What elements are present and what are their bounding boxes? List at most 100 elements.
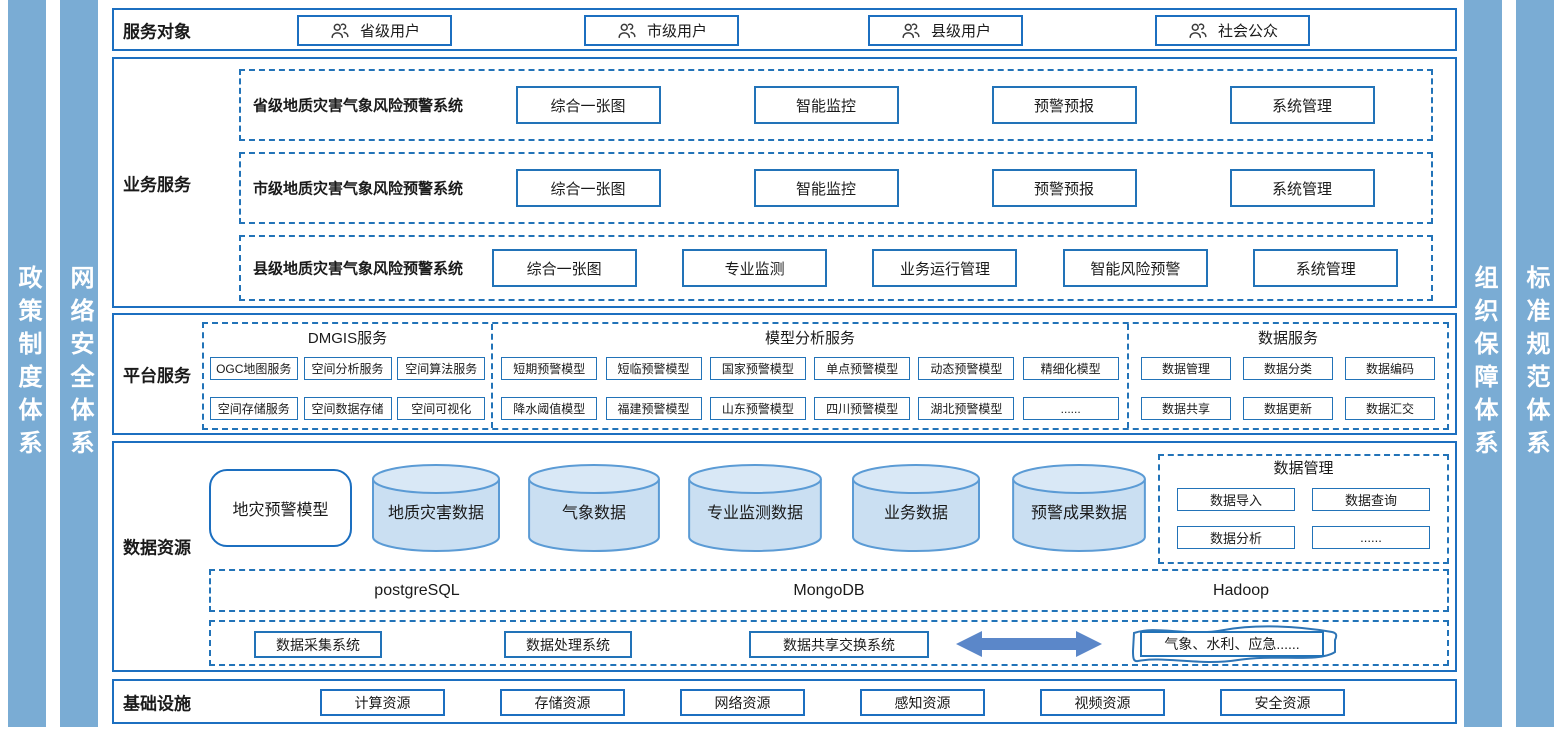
service-box: 单点预警模型 [814,357,911,380]
infra-box-network: 网络资源 [680,689,805,716]
service-box: 空间算法服务 [397,357,486,380]
service-row: 数据管理 数据分类 数据编码 [1129,357,1447,380]
cylinder-shape [370,463,502,555]
service-box: 数据汇交 [1345,397,1435,420]
section-business-services: 业务服务 省级地质灾害气象风险预警系统 综合一张图 智能监控 预警预报 系统管理… [112,57,1457,308]
cylinder-geohazard-data: 地质灾害数据 [370,463,502,555]
cylinder-shape [850,463,982,555]
service-box: 空间存储服务 [209,397,298,420]
sidebar-standards: 标准规范体系 [1516,0,1554,727]
sidebar-label: 组织保障体系 [1470,264,1497,463]
service-box: ...... [1022,397,1119,420]
cylinder-monitoring-data: 专业监测数据 [686,463,824,555]
group-title: 模型分析服务 [764,330,855,347]
section-title: 业务服务 [123,175,191,194]
user-box-public: 社会公众 [1155,15,1310,46]
external-systems-label: 气象、水利、应急...... [1140,631,1324,657]
warning-model-box: 地灾预警模型 [209,469,352,547]
system-box-collection: 数据采集系统 [254,631,382,658]
module-box: 综合一张图 [515,169,661,207]
service-box: OGC地图服务 [209,357,298,380]
cylinder-weather-data: 气象数据 [526,463,662,555]
module-box: 智能风险预警 [1062,249,1208,287]
service-box: 短期预警模型 [501,357,598,380]
cylinder-label: 专业监测数据 [706,505,803,522]
user-box-provincial: 省级用户 [297,15,452,46]
module-box: 专业监测 [682,249,828,287]
sidebar-network-security: 网络安全体系 [60,0,98,727]
service-box: 数据导入 [1177,488,1295,511]
infra-box-security: 安全资源 [1220,689,1345,716]
group-model-analysis: 模型分析服务 短期预警模型 短临预警模型 国家预警模型 单点预警模型 动态预警模… [491,324,1127,428]
section-platform-services: 平台服务 DMGIS服务 OGC地图服务 空间分析服务 空间算法服务 空间存储服… [112,313,1457,435]
section-infrastructure: 基础设施 计算资源 存储资源 网络资源 感知资源 视频资源 安全资源 [112,679,1457,724]
service-box: 空间可视化 [397,397,486,420]
data-management-box: 数据管理 数据导入 数据查询 数据分析 ...... [1158,454,1449,564]
service-row: OGC地图服务 空间分析服务 空间算法服务 [204,357,491,380]
cylinder-shape [1010,463,1148,555]
section-title: 数据资源 [123,538,191,558]
service-box: 动态预警模型 [918,357,1015,380]
system-row-municipal: 市级地质灾害气象风险预警系统 综合一张图 智能监控 预警预报 系统管理 [239,152,1433,224]
cylinder-shape [686,463,824,555]
infra-box-storage: 存储资源 [500,689,625,716]
service-box: 数据编码 [1345,357,1435,380]
module-box: 智能监控 [753,169,899,207]
user-box-municipal: 市级用户 [584,15,739,46]
users-icon [902,22,920,38]
group-data-services: 数据服务 数据管理 数据分类 数据编码 数据共享 数据更新 数据汇交 [1127,324,1447,428]
service-box: 短临预警模型 [605,357,702,380]
system-box-processing: 数据处理系统 [504,631,632,658]
module-box: 业务运行管理 [872,249,1018,287]
service-box: 数据管理 [1141,357,1231,380]
section-title: 服务对象 [123,22,191,41]
user-label: 县级用户 [930,23,991,40]
sidebar-label: 网络安全体系 [66,264,93,463]
service-box: 精细化模型 [1022,357,1119,380]
module-box: 预警预报 [991,86,1137,124]
infra-box-video: 视频资源 [1040,689,1165,716]
system-name: 省级地质灾害气象风险预警系统 [253,97,464,115]
database-label-mongodb: MongoDB [793,581,865,599]
module-box: 系统管理 [1229,169,1375,207]
service-box: 湖北预警模型 [918,397,1015,420]
platform-groups: DMGIS服务 OGC地图服务 空间分析服务 空间算法服务 空间存储服务 空间数… [202,322,1449,430]
sidebar-label: 政策制度体系 [14,264,41,463]
group-title: 数据服务 [1257,330,1318,347]
group-title: DMGIS服务 [307,330,388,347]
service-box: 降水阈值模型 [501,397,598,420]
module-box: 系统管理 [1253,249,1399,287]
database-label-hadoop: Hadoop [1212,581,1270,599]
service-box: 数据分类 [1243,357,1333,380]
section-data-resources: 数据资源 地灾预警模型 地质灾害数据 气象数据 专业监测数据 业务数据 预警成果… [112,441,1457,672]
service-box: 四川预警模型 [814,397,911,420]
cylinder-label: 业务数据 [883,505,948,522]
cylinder-shape [526,463,662,555]
module-list: 综合一张图 智能监控 预警预报 系统管理 [469,71,1421,139]
sidebar-organization: 组织保障体系 [1464,0,1502,727]
service-box: 山东预警模型 [709,397,806,420]
system-row-county: 县级地质灾害气象风险预警系统 综合一张图 专业监测 业务运行管理 智能风险预警 … [239,235,1433,301]
user-label: 省级用户 [359,23,420,40]
section-title: 平台服务 [123,366,191,386]
service-box: 国家预警模型 [709,357,806,380]
cylinder-business-data: 业务数据 [850,463,982,555]
service-row: 短期预警模型 短临预警模型 国家预警模型 单点预警模型 动态预警模型 精细化模型 [493,357,1127,380]
service-box: 数据分析 [1177,526,1295,549]
module-box: 系统管理 [1229,86,1375,124]
database-layer: postgreSQL MongoDB Hadoop [209,569,1449,612]
user-box-county: 县级用户 [868,15,1023,46]
service-box: 空间数据存储 [303,397,392,420]
service-box: 数据查询 [1312,488,1430,511]
service-row: 数据导入 数据查询 [1160,488,1447,511]
database-label-postgresql: postgreSQL [374,581,460,599]
system-box-sharing-exchange: 数据共享交换系统 [749,631,929,658]
section-title: 基础设施 [123,694,191,713]
infra-box-sensing: 感知资源 [860,689,985,716]
sidebar-label: 标准规范体系 [1522,264,1549,463]
service-row: 空间存储服务 空间数据存储 空间可视化 [204,397,491,420]
users-icon [331,22,349,38]
service-box: 数据共享 [1141,397,1231,420]
cylinder-label: 地质灾害数据 [387,505,484,522]
